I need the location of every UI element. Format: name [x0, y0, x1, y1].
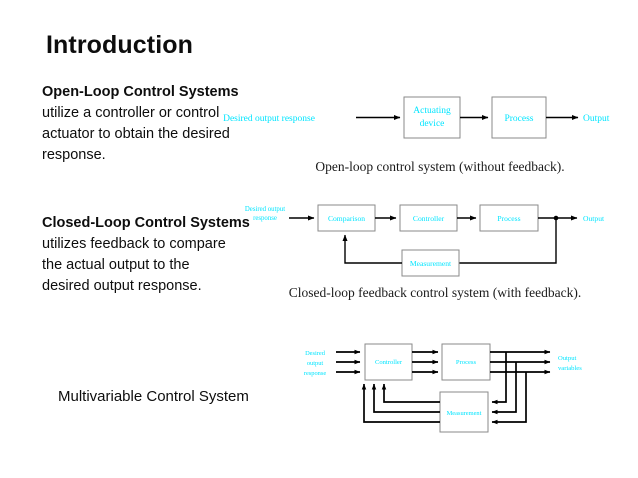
closedloop-output-label: Output: [583, 214, 605, 223]
openloop-input-label: Desired output response: [223, 114, 315, 124]
openloop-output-label: Output: [583, 114, 610, 124]
closedloop-wire-measurement-to-comparison: [342, 234, 402, 264]
openloop-caption: Open-loop control system (without feedba…: [315, 159, 564, 174]
openloop-block-actuating-device-label-line2: device: [420, 119, 445, 129]
closedloop-block-comparison-label: Comparison: [328, 214, 365, 223]
closedloop-block-measurement: [401, 249, 460, 277]
openloop-line-3: response.: [42, 147, 106, 163]
multivariable-output-label-line2: variables: [558, 365, 582, 372]
closedloop-caption: Closed-loop feedback control system (wit…: [289, 285, 581, 300]
multivariable-block-measurement: [439, 391, 489, 433]
multivariable-wire-feedback-1: [381, 383, 440, 403]
openloop-block-actuating-device-label-line1: Actuating: [413, 106, 451, 116]
closedloop-block-process-label: Process: [497, 214, 520, 223]
multivariable-control-system-label: Multivariable Control System: [58, 388, 249, 405]
multivariable-input-label-line1: Desired: [305, 350, 326, 357]
closedloop-block-controller-label: Controller: [413, 214, 445, 223]
closedloop-text-block: Closed-Loop Control Systems utilizes fee…: [42, 213, 257, 297]
closedloop-diagram: Desired output response Comparison Contr…: [232, 196, 638, 306]
multivariable-wire-tap-1: [491, 352, 507, 405]
multivariable-wire-tap-3: [491, 372, 527, 425]
openloop-block-process-label: Process: [504, 114, 533, 124]
multivariable-block-process-label: Process: [456, 359, 477, 366]
closedloop-line-1: utilizes feedback to compare: [42, 236, 226, 252]
closedloop-block-process: [479, 204, 539, 232]
openloop-block-process: [491, 96, 547, 139]
multivariable-block-measurement-label: Measurement: [447, 410, 482, 417]
multivariable-wire-feedback-3: [361, 383, 440, 423]
openloop-block-actuating-device: [403, 96, 461, 139]
multivariable-diagram: Desired output response Controller Proce…: [292, 336, 638, 446]
closedloop-input-label-line1: Desired output: [245, 206, 285, 213]
openloop-line-2: actuator to obtain the desired: [42, 126, 230, 142]
page-title: Introduction: [46, 31, 194, 59]
multivariable-output-label-line1: Output: [558, 355, 576, 362]
openloop-text-block: Open-Loop Control Systems utilize a cont…: [42, 82, 257, 166]
openloop-line-1: utilize a controller or control: [42, 105, 220, 121]
closedloop-line-3: desired output response.: [42, 278, 202, 294]
closedloop-block-measurement-label: Measurement: [410, 259, 452, 268]
multivariable-block-controller: [364, 343, 413, 381]
multivariable-input-label-line3: response: [304, 370, 327, 377]
multivariable-block-controller-label: Controller: [375, 359, 403, 366]
multivariable-input-label-line2: output: [307, 360, 324, 367]
closedloop-input-label-line2: response: [253, 215, 277, 222]
multivariable-wire-tap-2: [491, 362, 517, 415]
openloop-heading: Open-Loop Control Systems: [42, 84, 239, 100]
openloop-diagram: Desired output response Actuating device…: [223, 88, 638, 180]
closedloop-heading: Closed-Loop Control Systems: [42, 215, 250, 231]
closedloop-line-2: the actual output to the: [42, 257, 190, 273]
multivariable-wire-feedback-2: [371, 383, 440, 413]
closedloop-block-controller: [399, 204, 458, 232]
closedloop-wire-feedback-to-measurement: [446, 218, 557, 266]
